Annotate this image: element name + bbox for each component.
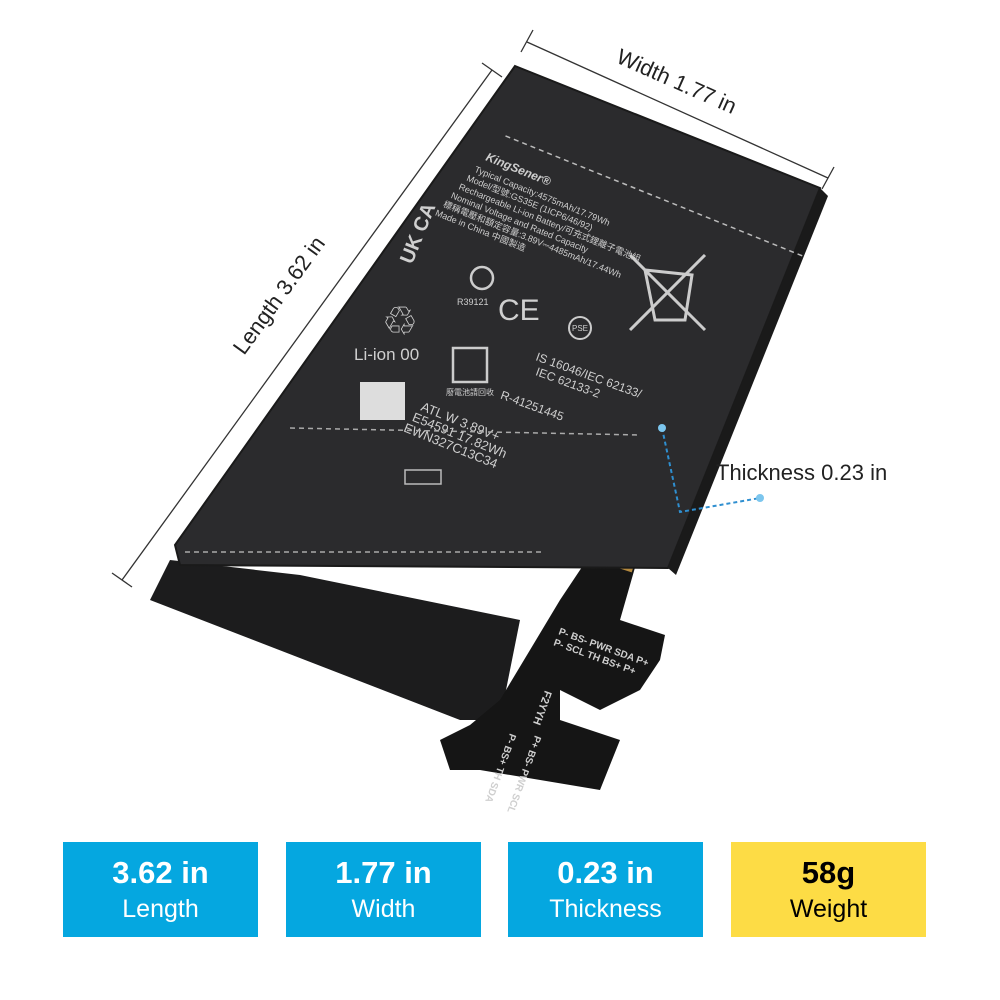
label-dashed-line [289,427,641,436]
certification-icon [469,265,495,291]
china-recycle-icon [451,346,489,384]
pse-mark: PSE [572,324,588,333]
width-dimension-label: Width 1.77 in [613,44,740,119]
battery-side-edge [668,188,828,575]
spec-value: 1.77 in [335,854,432,890]
battery-body [173,64,822,570]
battery-polarity-icon [404,469,442,485]
thickness-point [756,494,764,502]
recycle-text: Li-ion 00 [354,345,419,364]
spec-label: Width [351,894,416,923]
spec-label: Thickness [549,894,662,923]
spec-width: 1.77 in Width [286,842,481,937]
qr-code [360,382,405,420]
flex-cable [440,540,665,790]
thickness-guide [661,427,761,514]
length-dimension-label: Length 3.62 in [228,231,330,359]
ce-mark: CE [498,294,540,327]
thickness-point [658,424,666,432]
length-dimension-line [111,62,503,588]
spec-value: 3.62 in [112,854,209,890]
spec-label: Length [122,894,199,923]
spec-value: 0.23 in [557,854,654,890]
recycle-cn: 廢電池請回收 [446,387,494,397]
spec-weight: 58g Weight [731,842,926,937]
thickness-dimension-label: Thickness 0.23 in [716,460,887,485]
spec-label: Weight [789,894,868,923]
width-dimension-line [520,29,835,190]
weee-bin-icon [628,253,707,332]
cert-code: R39121 [457,297,489,307]
spec-value: 58g [801,854,856,890]
battery-base-plate [150,560,520,720]
spec-thickness: 0.23 in Thickness [508,842,703,937]
pse-icon [568,316,592,340]
recycle-icon: ♲ [382,300,418,344]
spec-length: 3.62 in Length [63,842,258,937]
